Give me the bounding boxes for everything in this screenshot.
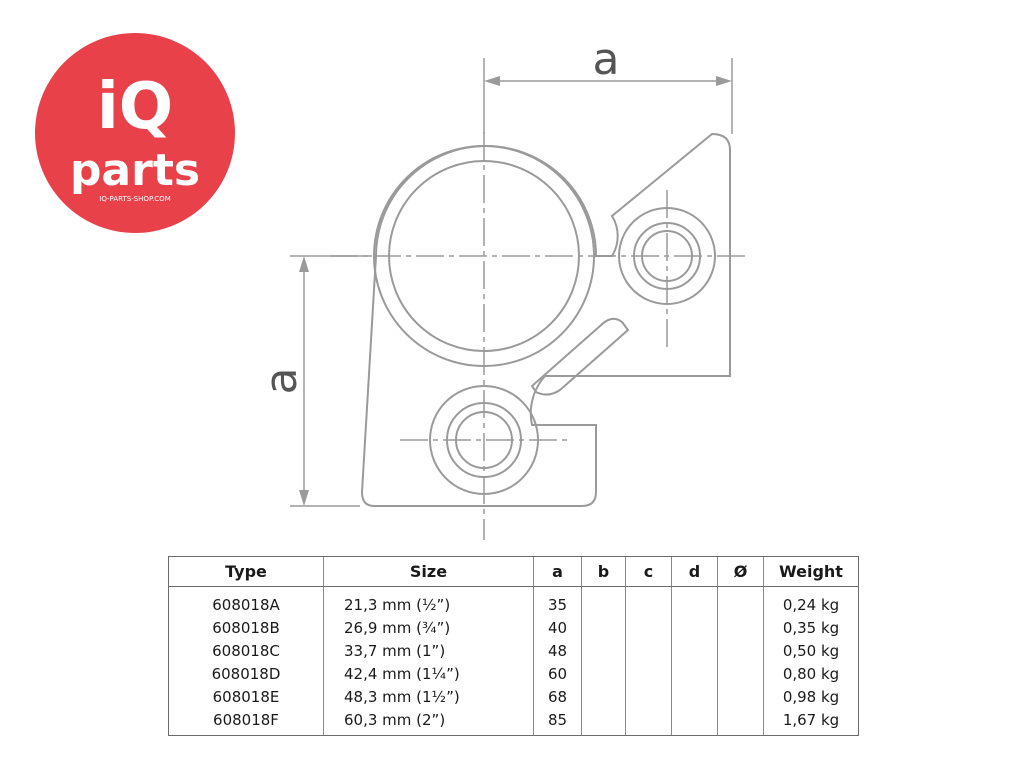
cell-size: 26,9 mm (¾”) (323, 616, 534, 639)
cell-size: 33,7 mm (1”) (323, 639, 534, 662)
cell-weight: 0,50 kg (763, 639, 859, 662)
cell-b (581, 662, 626, 685)
cell-a: 40 (533, 616, 582, 639)
spec-table: Type Size a b c d Ø Weight 608018A 21,3 … (168, 556, 859, 736)
cell-d (671, 639, 718, 662)
cell-diameter (717, 708, 764, 736)
cell-d (671, 685, 718, 708)
cell-b (581, 639, 626, 662)
table-row: 608018E 48,3 mm (1½”) 68 0,98 kg (168, 685, 859, 708)
table-header-row: Type Size a b c d Ø Weight (168, 556, 859, 587)
cell-b (581, 685, 626, 708)
cell-d (671, 616, 718, 639)
table-row: 608018B 26,9 mm (¾”) 40 0,35 kg (168, 616, 859, 639)
cell-b (581, 708, 626, 736)
table-row: 608018A 21,3 mm (½”) 35 0,24 kg (168, 586, 859, 616)
center-lines (330, 132, 750, 540)
cell-d (671, 586, 718, 616)
logo-badge (35, 33, 235, 233)
cell-size: 48,3 mm (1½”) (323, 685, 534, 708)
cell-weight: 0,35 kg (763, 616, 859, 639)
logo-url-text: IQ-PARTS-SHOP.COM (99, 195, 170, 203)
cell-c (625, 685, 672, 708)
cell-weight: 1,67 kg (763, 708, 859, 736)
cell-c (625, 586, 672, 616)
cell-a: 68 (533, 685, 582, 708)
cell-c (625, 639, 672, 662)
table-row: 608018F 60,3 mm (2”) 85 1,67 kg (168, 708, 859, 736)
dimension-top (483, 58, 733, 134)
cell-b (581, 616, 626, 639)
cell-diameter (717, 639, 764, 662)
cell-c (625, 662, 672, 685)
cell-size: 60,3 mm (2”) (323, 708, 534, 736)
header-weight: Weight (763, 556, 859, 587)
cell-c (625, 616, 672, 639)
diagonal-slot (530, 317, 630, 396)
cell-a: 85 (533, 708, 582, 736)
cell-d (671, 662, 718, 685)
cell-type: 608018A (168, 586, 324, 616)
cell-diameter (717, 685, 764, 708)
table-row: 608018D 42,4 mm (1¼”) 60 0,80 kg (168, 662, 859, 685)
cell-a: 60 (533, 662, 582, 685)
table-row: 608018C 33,7 mm (1”) 48 0,50 kg (168, 639, 859, 662)
cell-type: 608018C (168, 639, 324, 662)
header-type: Type (168, 556, 324, 587)
cell-type: 608018D (168, 662, 324, 685)
cell-diameter (717, 586, 764, 616)
cell-c (625, 708, 672, 736)
cell-type: 608018E (168, 685, 324, 708)
cell-type: 608018B (168, 616, 324, 639)
iq-parts-logo: iQ parts IQ-PARTS-SHOP.COM (35, 33, 235, 233)
header-d: d (671, 556, 718, 587)
cell-type: 608018F (168, 708, 324, 736)
header-c: c (625, 556, 672, 587)
cell-d (671, 708, 718, 736)
logo-iq-text: iQ (97, 70, 173, 144)
cell-weight: 0,24 kg (763, 586, 859, 616)
cell-b (581, 586, 626, 616)
cell-a: 35 (533, 586, 582, 616)
logo-parts-text: parts (70, 145, 200, 196)
cell-diameter (717, 662, 764, 685)
header-diameter: Ø (717, 556, 764, 587)
cell-weight: 0,98 kg (763, 685, 859, 708)
dimension-left (290, 255, 372, 507)
cell-size: 21,3 mm (½”) (323, 586, 534, 616)
header-a: a (533, 556, 582, 587)
cell-weight: 0,80 kg (763, 662, 859, 685)
cell-diameter (717, 616, 764, 639)
cell-a: 48 (533, 639, 582, 662)
header-size: Size (323, 556, 534, 587)
dimension-left-label: a (256, 368, 307, 395)
dimension-top-label: a (593, 34, 620, 85)
cell-size: 42,4 mm (1¼”) (323, 662, 534, 685)
fitting-technical-drawing: a a (256, 34, 750, 540)
header-b: b (581, 556, 626, 587)
